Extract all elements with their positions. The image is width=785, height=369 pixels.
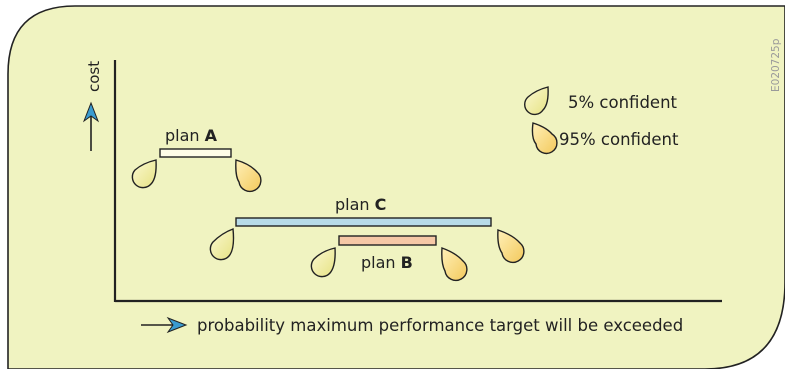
x-axis-arrow-icon [141,316,188,334]
plan-c-5pct-drop-icon [209,228,235,261]
plan-a-95pct-drop-icon [235,159,262,193]
legend-5pct-label: 5% confident [568,93,678,112]
y-axis-label: cost [85,61,103,92]
plan-a-5pct-drop-icon [131,159,157,189]
plan-c-label: plan C [335,195,386,214]
plan-b-5pct-drop-icon [310,247,336,278]
legend-95pct-drop-icon [531,122,558,155]
figure-id: E020725p [770,38,782,92]
legend-95pct-label: 95% confident [559,130,679,149]
legend: 5% confident 95% confident [524,86,679,155]
plan-c-95pct-drop-icon [497,229,525,264]
plan-a-bar [159,148,232,158]
plan-c-bar [235,217,492,227]
legend-5pct-drop-icon [524,86,549,116]
plan-b-label: plan B [361,253,413,272]
plan-a-label: plan A [165,126,218,145]
plan-b-bar [338,235,437,246]
plan-b-95pct-drop-icon [441,247,468,282]
diagram-panel [7,5,785,369]
y-axis-arrow-icon [82,101,100,151]
x-axis-label: probability maximum performance target w… [197,316,683,335]
